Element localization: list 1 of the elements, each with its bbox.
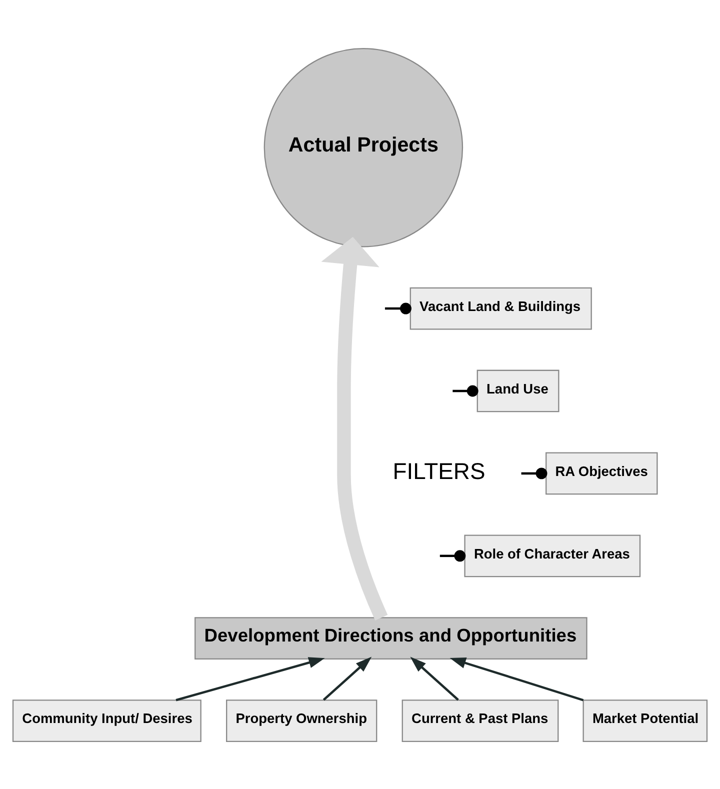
label: FILTERS xyxy=(392,458,486,484)
